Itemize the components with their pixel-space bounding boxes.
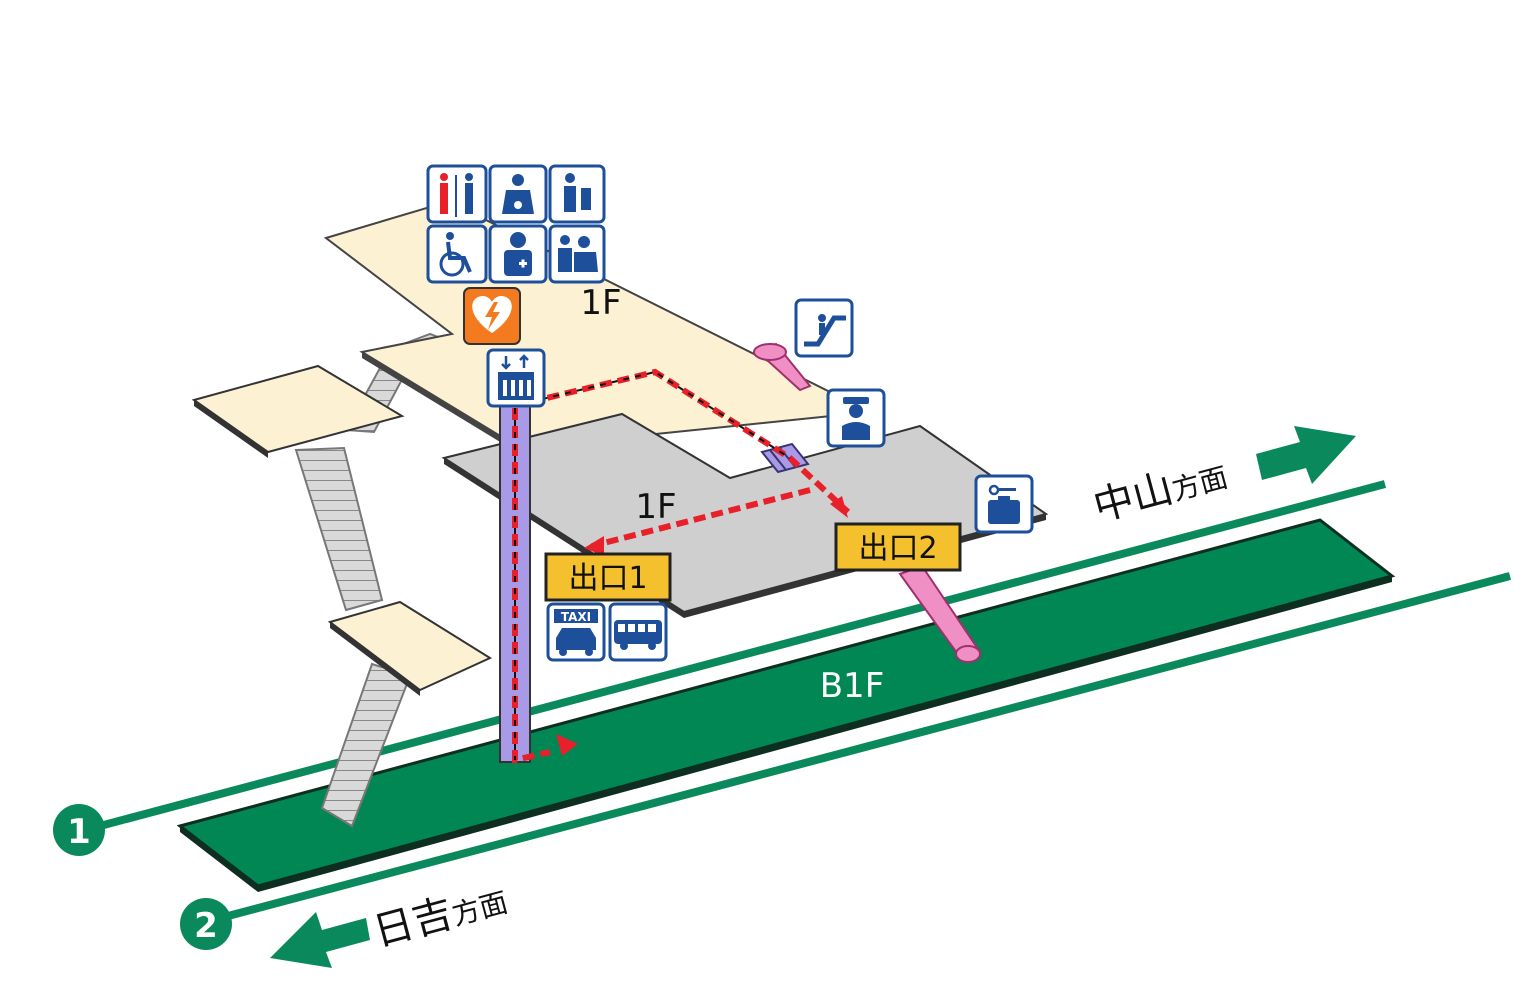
arrowhead-exit1-icon xyxy=(584,536,604,556)
wheelchair-icon xyxy=(426,224,488,284)
arrowhead-platform-icon xyxy=(556,734,578,756)
arrow-right-icon xyxy=(1256,426,1356,484)
elevator-icon xyxy=(486,348,546,408)
floor-label-1f-upper: 1F xyxy=(580,283,621,323)
nursing-room-icon xyxy=(548,224,606,284)
arrowhead-exit2-icon xyxy=(830,496,848,518)
exit-2[interactable]: 出口2 xyxy=(834,522,962,572)
barrier-free-route xyxy=(512,368,851,764)
exit-2-label: 出口2 xyxy=(858,531,937,566)
exit-1[interactable]: 出口1 xyxy=(544,552,672,602)
station-staff-icon xyxy=(826,388,886,448)
first-aid-icon xyxy=(488,224,548,284)
multipurpose-room-icon xyxy=(548,164,606,224)
landing-lower xyxy=(327,600,493,696)
landing-upper xyxy=(191,364,405,458)
escalator-icon xyxy=(794,298,854,358)
floor-1f-concourse: 1F xyxy=(441,412,1049,618)
taxi-icon: TAXI xyxy=(546,602,606,662)
exit-1-label: 出口1 xyxy=(568,561,647,596)
aed-icon xyxy=(463,287,521,345)
track-1-number: 1 xyxy=(67,812,91,852)
taxi-text: TAXI xyxy=(561,610,591,624)
coin-locker-icon xyxy=(974,474,1034,534)
direction-nakayama: 中山方面 xyxy=(1089,426,1356,531)
track-2-number: 2 xyxy=(194,906,218,946)
track-2-badge xyxy=(180,898,232,950)
baby-care-icon xyxy=(488,164,548,224)
escalator-upper xyxy=(753,342,812,392)
restroom-icon xyxy=(426,164,488,224)
track-1-badge xyxy=(53,804,105,856)
track-2: 2 xyxy=(180,572,1512,950)
facility-icons: TAXI xyxy=(426,164,1034,662)
direction-label-2: 日吉方面 xyxy=(369,876,512,956)
route-arrowheads xyxy=(556,496,848,756)
direction-hiyoshi: 日吉方面 xyxy=(270,876,512,968)
bus-icon xyxy=(608,602,668,662)
direction-label-1: 中山方面 xyxy=(1089,451,1232,531)
arrow-left-icon xyxy=(270,912,370,968)
floor-label-b1f: B1F xyxy=(820,666,885,706)
floor-label-1f-concourse: 1F xyxy=(635,487,676,527)
track-1: 1 xyxy=(53,480,1387,856)
